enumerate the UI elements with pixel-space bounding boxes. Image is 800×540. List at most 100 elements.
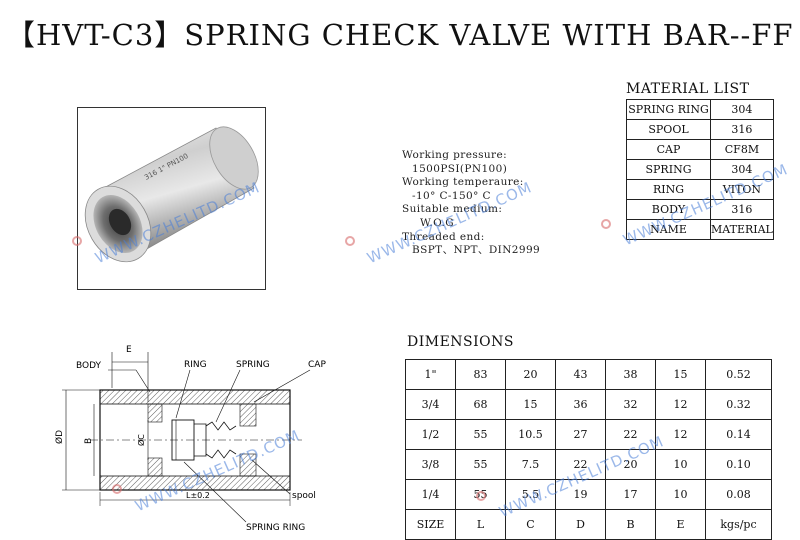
dimension-cell: 12 bbox=[655, 419, 706, 450]
page-title: 【HVT-C3】SPRING CHECK VALVE WITH BAR--FF bbox=[6, 18, 794, 52]
material-name: SPRING bbox=[626, 159, 711, 180]
dimension-cell: 1/2 bbox=[405, 419, 456, 450]
dimension-cell: 1/4 bbox=[405, 479, 456, 510]
material-name: RING bbox=[626, 179, 711, 200]
dimension-cell: 20 bbox=[605, 449, 656, 480]
temperature-value: -10° C-150° C bbox=[412, 189, 491, 202]
dimension-cell: 17 bbox=[605, 479, 656, 510]
material-value: CF8M bbox=[710, 139, 774, 160]
thread-value: BSPT、NPT、DIN2999 bbox=[412, 244, 541, 257]
dimension-cell: 68 bbox=[455, 389, 506, 420]
pressure-label: Working pressure: bbox=[402, 149, 508, 161]
dimension-cell: 15 bbox=[655, 359, 706, 390]
dimensions-title: DIMENSIONS bbox=[407, 334, 514, 350]
dimension-cell: 0.10 bbox=[705, 449, 772, 480]
label-e: E bbox=[126, 345, 132, 355]
dimension-cell: 19 bbox=[555, 479, 606, 510]
valve-photo: 316 1" PN100 bbox=[84, 126, 259, 263]
watermark-logo-icon bbox=[345, 236, 355, 246]
dimension-cell: 20 bbox=[505, 359, 556, 390]
dimension-cell: E bbox=[655, 509, 706, 540]
material-name: SPRING RING bbox=[626, 99, 711, 120]
material-name: SPOOL bbox=[626, 119, 711, 140]
dimension-cell: 43 bbox=[555, 359, 606, 390]
label-spring-ring: SPRING RING bbox=[246, 523, 305, 533]
label-cap: CAP bbox=[308, 360, 326, 370]
watermark-logo-icon bbox=[476, 491, 486, 501]
material-name: CAP bbox=[626, 139, 711, 160]
label-l: L±0.2 bbox=[186, 491, 210, 500]
dimension-cell: 1" bbox=[405, 359, 456, 390]
dimension-cell: 10.5 bbox=[505, 419, 556, 450]
dimension-cell: SIZE bbox=[405, 509, 456, 540]
thread-label: Threaded end: bbox=[402, 230, 485, 243]
watermark-logo-icon bbox=[601, 219, 611, 229]
material-value: VITON bbox=[710, 179, 774, 200]
dimension-lines bbox=[62, 352, 311, 523]
dimension-cell: 0.32 bbox=[705, 389, 772, 420]
label-ring: RING bbox=[184, 360, 207, 370]
dimension-cell: 32 bbox=[605, 389, 656, 420]
material-header-name: NAME bbox=[626, 219, 711, 240]
label-spring: SPRING bbox=[236, 360, 270, 370]
material-name: BODY bbox=[626, 199, 711, 220]
material-value: 304 bbox=[710, 159, 774, 180]
label-d: ØD bbox=[54, 430, 65, 444]
dimension-cell: 22 bbox=[555, 449, 606, 480]
specs-block: Working pressure: 1500PSI(PN100) Working… bbox=[402, 149, 540, 258]
dimension-cell: kgs/pc bbox=[705, 509, 772, 540]
dimension-cell: L bbox=[455, 509, 506, 540]
medium-value: W.O.G bbox=[420, 216, 455, 229]
dimension-cell: 55 bbox=[455, 419, 506, 450]
dimension-cell: 55 bbox=[455, 449, 506, 480]
dimension-cell: 0.14 bbox=[705, 419, 772, 450]
dimension-cell: 36 bbox=[555, 389, 606, 420]
material-header-value: MATERIAL bbox=[710, 219, 774, 240]
label-body: BODY bbox=[76, 361, 102, 371]
label-spool: spool bbox=[292, 491, 316, 501]
product-photo-frame: 316 1" PN100 bbox=[77, 107, 266, 290]
dimension-cell: 10 bbox=[655, 479, 706, 510]
pressure-value: 1500PSI(PN100) bbox=[412, 162, 508, 175]
dimension-cell: 7.5 bbox=[505, 449, 556, 480]
dimension-cell: 83 bbox=[455, 359, 506, 390]
dimension-cell: 22 bbox=[605, 419, 656, 450]
dimension-cell: 0.52 bbox=[705, 359, 772, 390]
material-list-title: MATERIAL LIST bbox=[626, 81, 750, 97]
material-value: 316 bbox=[710, 199, 774, 220]
watermark-logo-icon bbox=[72, 236, 82, 246]
section-drawing: E BODY RING SPRING CAP ØD B ØC L±0.2 spo… bbox=[54, 345, 326, 533]
dimension-cell: 5.5 bbox=[505, 479, 556, 510]
material-value: 304 bbox=[710, 99, 774, 120]
temperature-label: Working temperaure: bbox=[402, 176, 524, 189]
dimension-cell: D bbox=[555, 509, 606, 540]
dimension-cell: 15 bbox=[505, 389, 556, 420]
dimension-cell: 3/4 bbox=[405, 389, 456, 420]
dimension-cell: 10 bbox=[655, 449, 706, 480]
dimension-cell: 38 bbox=[605, 359, 656, 390]
label-b: B bbox=[84, 438, 94, 444]
watermark-logo-icon bbox=[112, 484, 122, 494]
dimension-cell: 12 bbox=[655, 389, 706, 420]
dimension-cell: 27 bbox=[555, 419, 606, 450]
medium-label: Suitable medium: bbox=[402, 203, 503, 216]
dimension-cell: 3/8 bbox=[405, 449, 456, 480]
dimension-cell: C bbox=[505, 509, 556, 540]
label-c: ØC bbox=[136, 434, 146, 446]
valve-body-outline bbox=[90, 389, 302, 491]
